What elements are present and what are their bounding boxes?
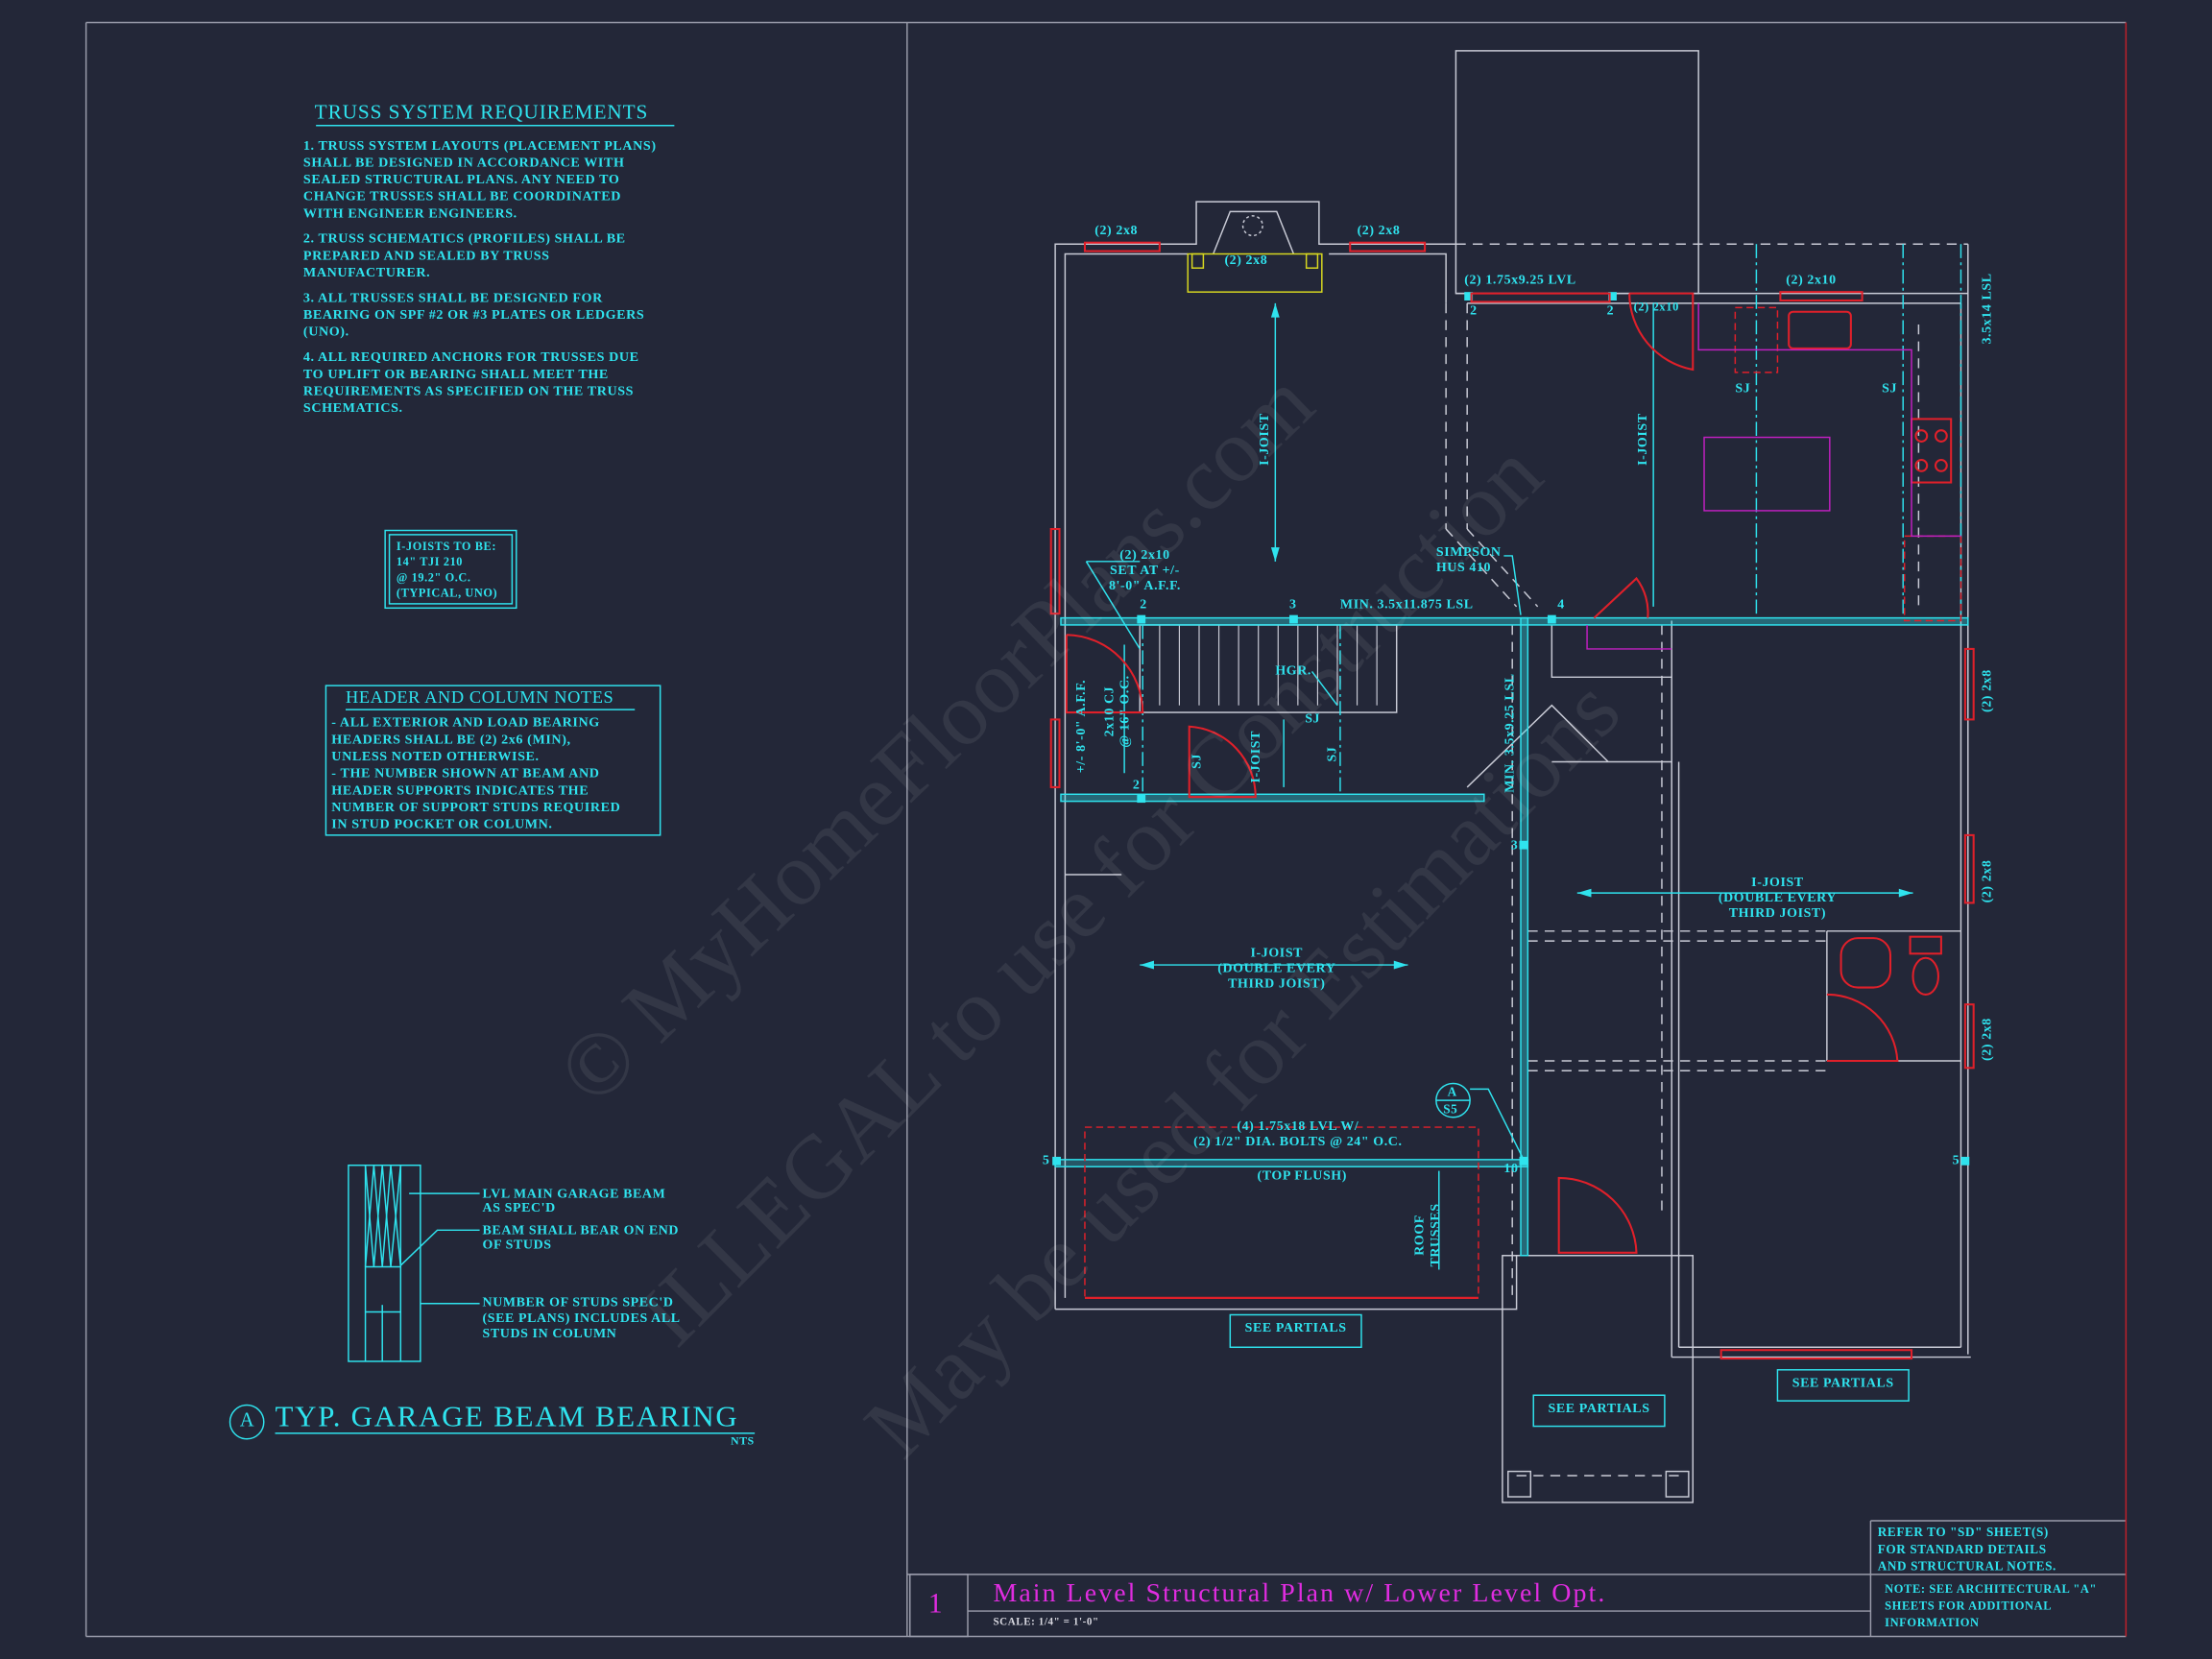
- header-label: (2) 2x10: [1633, 299, 1679, 314]
- hanger-label: HGR.: [1275, 664, 1311, 679]
- header-label: (2) 2x8: [1981, 669, 1995, 713]
- joist-label: I-JOIST: [1258, 413, 1273, 466]
- stud-count: 2: [1470, 304, 1478, 320]
- detail-stud-column: [228, 125, 756, 1440]
- joist-label: 2x10 CJ @ 16" O.C.: [1103, 675, 1133, 748]
- truss-note-4: 4. ALL REQUIRED ANCHORS FOR TRUSSES DUE …: [302, 349, 639, 417]
- truss-note-3: 3. ALL TRUSSES SHALL BE DESIGNED FOR BEA…: [302, 290, 645, 341]
- dashed-bearing-lines: [1445, 243, 1968, 1477]
- beams: [1052, 244, 1970, 1270]
- ijoist-spec-box: I-JOISTS TO BE: 14" TJI 210 @ 19.2" O.C.…: [396, 540, 498, 600]
- beam-label: 3.5x14 LSL: [1981, 273, 1995, 345]
- drawing-number: 1: [927, 1588, 944, 1620]
- header-notes-title: HEADER AND COLUMN NOTES: [346, 686, 614, 708]
- truss-note-1: 1. TRUSS SYSTEM LAYOUTS (PLACEMENT PLANS…: [302, 138, 657, 222]
- beam-label: (4) 1.75x18 LVL W/ (2) 1/2" DIA. BOLTS @…: [1193, 1119, 1403, 1150]
- stud-count: 3: [1289, 598, 1297, 613]
- truss-notes-title: TRUSS SYSTEM REQUIREMENTS: [314, 101, 649, 125]
- beam-label: (2) 1.75x9.25 LVL: [1464, 274, 1576, 288]
- detail-marker: A: [239, 1410, 255, 1432]
- stud-count: 4: [1557, 598, 1565, 613]
- detail-callout-3: NUMBER OF STUDS SPEC'D (SEE PLANS) INCLU…: [482, 1296, 681, 1342]
- beam-note: (TOP FLUSH): [1257, 1169, 1347, 1184]
- joist-label: SJ: [1326, 746, 1340, 762]
- see-partials-link[interactable]: SEE PARTIALS: [1244, 1321, 1347, 1336]
- header-label: (2) 2x8: [1981, 859, 1995, 903]
- detail-callout-2: BEAM SHALL BEAR ON END OF STUDS: [482, 1224, 680, 1253]
- detail-scale: NTS: [731, 1434, 755, 1448]
- architectural-note: NOTE: SEE ARCHITECTURAL "A" SHEETS FOR A…: [1885, 1581, 2098, 1630]
- joist-label: I-JOIST (DOUBLE EVERY THIRD JOIST): [1217, 946, 1336, 992]
- stud-count: 2: [1132, 779, 1141, 793]
- drawing-title: Main Level Structural Plan w/ Lower Leve…: [993, 1578, 1607, 1609]
- refer-note: REFER TO "SD" SHEET(S) FOR STANDARD DETA…: [1877, 1525, 2056, 1574]
- partials-boxes: [1229, 1313, 1910, 1428]
- beam-label: MIN. 3.5x9.25 LSL: [1503, 673, 1519, 793]
- truss-note-2: 2. TRUSS SCHEMATICS (PROFILES) SHALL BE …: [302, 230, 626, 281]
- header-label: (2) 2x8: [1224, 253, 1268, 269]
- fireplace: [1213, 210, 1295, 254]
- stud-count: 5: [1042, 1153, 1050, 1168]
- cabinets: [1586, 302, 1961, 650]
- hearth: [1187, 252, 1323, 293]
- detail-title: TYP. GARAGE BEAM BEARING: [275, 1399, 739, 1433]
- sheet-frame: [84, 21, 2127, 1638]
- joist-label: SJ: [1882, 382, 1898, 397]
- truss-direction-label: ROOF TRUSSES: [1413, 1203, 1444, 1267]
- height-label: +/- 8'-0" A.F.F.: [1074, 679, 1090, 774]
- header-label: (2) 2x8: [1094, 224, 1139, 239]
- joist-label: SJ: [1305, 712, 1321, 727]
- section-marker-top[interactable]: A: [1447, 1084, 1457, 1099]
- stud-count: 2: [1140, 598, 1147, 613]
- beam-label: MIN. 3.5x11.875 LSL: [1339, 598, 1474, 613]
- joist-label: SJ: [1735, 382, 1751, 397]
- joist-label: I-JOIST: [1249, 730, 1264, 783]
- joist-label: I-JOIST: [1636, 413, 1651, 466]
- header-label: (2) 2x10: [1786, 274, 1837, 288]
- walls: [1054, 50, 1971, 1503]
- joist-label: SJ: [1190, 753, 1205, 769]
- drawing-scale: SCALE: 1/4" = 1'-0": [993, 1615, 1099, 1628]
- header-label: (2) 2x8: [1357, 224, 1401, 239]
- header-label: (2) 2x10 SET AT +/- 8'-0" A.F.F.: [1108, 548, 1182, 594]
- see-partials-link[interactable]: SEE PARTIALS: [1548, 1402, 1650, 1417]
- stud-count: 3: [1510, 839, 1519, 854]
- detail-callout-1: LVL MAIN GARAGE BEAM AS SPEC'D: [482, 1188, 666, 1216]
- hanger-label: SIMPSON HUS 410: [1435, 545, 1502, 576]
- header-label: (2) 2x8: [1981, 1018, 1995, 1061]
- see-partials-link[interactable]: SEE PARTIALS: [1791, 1377, 1894, 1391]
- section-marker-bottom[interactable]: S5: [1443, 1101, 1458, 1117]
- stud-count: 5: [1952, 1153, 1960, 1168]
- header-notes-body: - ALL EXTERIOR AND LOAD BEARING HEADERS …: [331, 714, 621, 832]
- stud-count: 10: [1503, 1162, 1519, 1177]
- joist-label: I-JOIST (DOUBLE EVERY THIRD JOIST): [1718, 876, 1837, 922]
- stud-count: 2: [1606, 304, 1615, 320]
